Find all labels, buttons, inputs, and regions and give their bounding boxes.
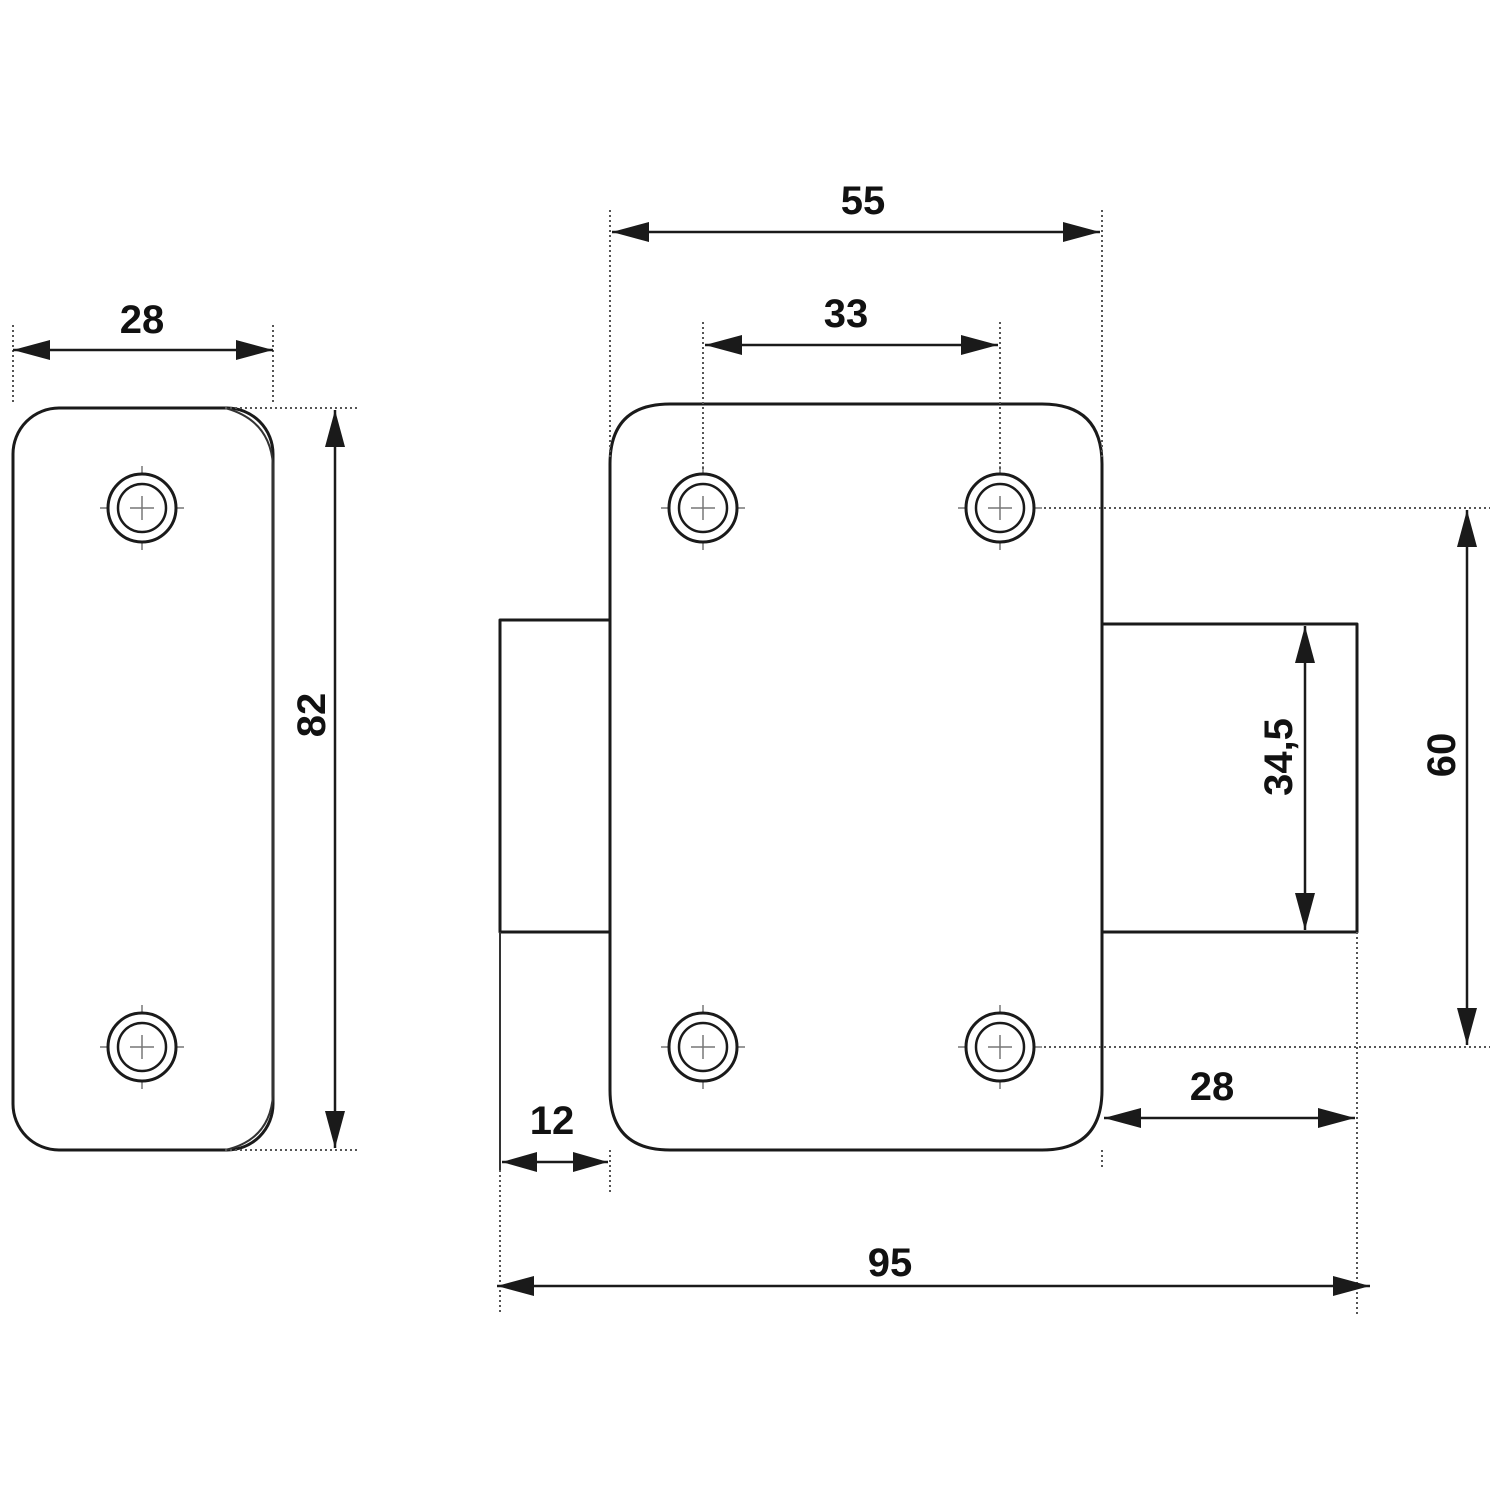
screw-hole-icon — [98, 1003, 186, 1091]
hole-spacing-vertical-label: 60 — [1420, 733, 1464, 778]
plate-width-dimension: 55 — [612, 179, 1100, 242]
lock-body: 55 33 60 34,5 28 — [497, 179, 1490, 1315]
screw-hole-icon — [98, 464, 186, 552]
back-projection-label: 12 — [530, 1099, 575, 1143]
bolt-height-dimension: 34,5 — [1257, 626, 1315, 930]
bolt-projection-label: 28 — [1190, 1065, 1235, 1109]
strike-height-dimension: 82 — [290, 410, 345, 1148]
screw-hole-icon — [956, 1003, 1044, 1091]
back-block-outline — [498, 618, 610, 934]
hole-spacing-vertical-dimension: 60 — [1420, 510, 1477, 1045]
bolt-height-label: 34,5 — [1257, 718, 1301, 796]
strike-width-label: 28 — [120, 298, 165, 342]
screw-hole-icon — [659, 464, 747, 552]
strike-width-dimension: 28 — [13, 298, 273, 360]
plate-width-label: 55 — [841, 179, 886, 223]
screw-hole-icon — [956, 464, 1044, 552]
strike-plate-edge — [224, 407, 274, 1151]
back-projection-dimension: 12 — [502, 1099, 608, 1172]
strike-plate: 28 82 — [11, 298, 360, 1152]
hole-spacing-horizontal-label: 33 — [824, 292, 869, 336]
overall-width-label: 95 — [868, 1241, 913, 1285]
hole-spacing-horizontal-dimension: 33 — [705, 292, 998, 355]
bolt-projection-dimension: 28 — [1104, 1065, 1355, 1128]
screw-hole-icon — [659, 1003, 747, 1091]
overall-width-dimension: 95 — [497, 1241, 1370, 1296]
lock-plate-outline — [608, 402, 1104, 1152]
bolt-outline — [1102, 622, 1359, 934]
strike-height-label: 82 — [290, 693, 334, 738]
